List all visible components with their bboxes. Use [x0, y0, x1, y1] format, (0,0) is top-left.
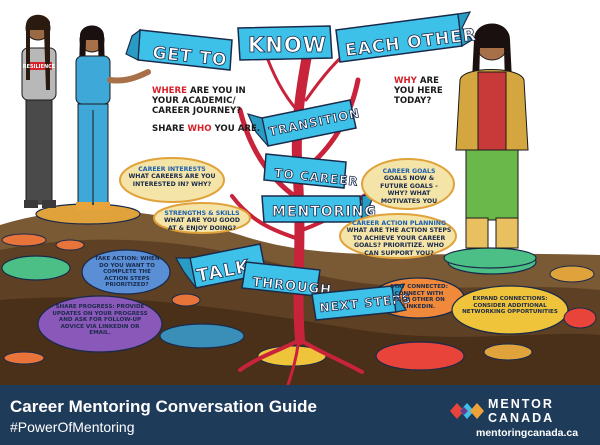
illustration: RESILIENCE GET TO KNOW — [0, 11, 600, 385]
bubble-planning-text: CAREER ACTION PLANNING WHAT ARE THE ACTI… — [346, 220, 452, 257]
stone — [3, 351, 45, 365]
stone — [171, 293, 201, 307]
person-right — [443, 23, 537, 269]
bubble-interests-text: CAREER INTERESTS WHAT CAREERS ARE YOU IN… — [128, 166, 216, 188]
footer-hashtag: #PowerOfMentoring — [10, 419, 135, 435]
person-middle — [75, 25, 151, 210]
bubble-career-interests — [119, 157, 225, 203]
stone-stay-connected-text: STAY CONNECTED: CONNECT WITH EACH OTHER … — [390, 284, 448, 310]
stone — [1, 255, 71, 281]
planning-body: WHAT ARE THE ACTION STEPS TO ACHIEVE YOU… — [346, 227, 452, 257]
stone-expand-text: EXPAND CONNECTIONS: CONSIDER ADDITIONAL … — [462, 296, 558, 316]
brand-mentor: MENTOR — [488, 397, 554, 411]
mentor-canada-logo-icon — [450, 403, 484, 419]
prompt-who-rest: YOU ARE. — [214, 124, 261, 134]
prompt-why-rest: ARE YOU HERE TODAY? — [394, 76, 443, 106]
bubble-action-planning — [339, 213, 457, 259]
bubble-career-goals — [361, 158, 455, 210]
ribbon-mentoring-text: MENTORING — [272, 204, 377, 220]
goals-title: CAREER GOALS — [382, 168, 436, 175]
stone-take-action-text: TAKE ACTION: WHEN DO YOU WANT TO COMPLET… — [94, 256, 160, 289]
stone — [1, 233, 47, 247]
prompt-share-word: SHARE — [152, 124, 185, 134]
interests-body: WHAT CAREERS ARE YOU INTERESTED IN? WHY? — [128, 173, 216, 188]
brand-url-link[interactable]: mentoringcanada.ca — [476, 427, 579, 439]
stone — [549, 265, 595, 283]
prompt-why-red: WHY — [394, 76, 417, 86]
prompt-share: SHARE WHO YOU ARE. — [152, 124, 262, 134]
ribbon-know-text: KNOW — [248, 33, 327, 57]
skills-title: STRENGTHS & SKILLS — [164, 210, 240, 217]
prompt-where: WHERE ARE YOU IN YOUR ACADEMIC/ CAREER J… — [152, 86, 252, 116]
brand-canada: CANADA — [488, 411, 555, 425]
ribbon-to-career — [263, 153, 347, 189]
stone — [375, 341, 465, 371]
prompt-why: WHY ARE YOU HERE TODAY? — [394, 76, 458, 106]
prompt-where-rest: ARE YOU IN YOUR ACADEMIC/ CAREER JOURNEY… — [152, 86, 246, 116]
brand-block: MENTOR CANADA mentoringcanada.ca — [450, 395, 590, 439]
footer-title: Career Mentoring Conversation Guide — [10, 397, 317, 416]
footer-bar: Career Mentoring Conversation Guide #Pow… — [0, 385, 600, 445]
stone — [483, 343, 533, 361]
bubble-goals-text: CAREER GOALS GOALS NOW & FUTURE GOALS - … — [370, 168, 448, 205]
person-left — [21, 14, 57, 208]
prompt-where-red: WHERE — [152, 86, 188, 96]
goals-body: GOALS NOW & FUTURE GOALS - WHY? WHAT MOT… — [380, 175, 438, 205]
skills-body: WHAT ARE YOU GOOD AT & ENJOY DOING? — [163, 217, 241, 232]
planning-title: CAREER ACTION PLANNING — [351, 220, 447, 227]
bubble-skills-text: STRENGTHS & SKILLS WHAT ARE YOU GOOD AT … — [160, 210, 244, 232]
stone-share-progress-text: SHARE PROGRESS: PROVIDE UPDATES ON YOUR … — [52, 304, 148, 337]
stone — [563, 307, 597, 329]
stone — [159, 323, 245, 349]
stone-expand — [451, 285, 569, 335]
ribbon-know — [237, 25, 333, 61]
interests-title: CAREER INTERESTS — [138, 166, 206, 173]
shirt-text: RESILIENCE — [23, 64, 56, 70]
stone-share-progress — [37, 295, 163, 353]
prompt-who-red: WHO — [187, 124, 212, 134]
stone — [55, 239, 85, 251]
stone-take-action — [81, 249, 171, 295]
bubble-strengths — [153, 202, 251, 234]
illustration-scene: RESILIENCE GET TO KNOW — [0, 11, 600, 385]
